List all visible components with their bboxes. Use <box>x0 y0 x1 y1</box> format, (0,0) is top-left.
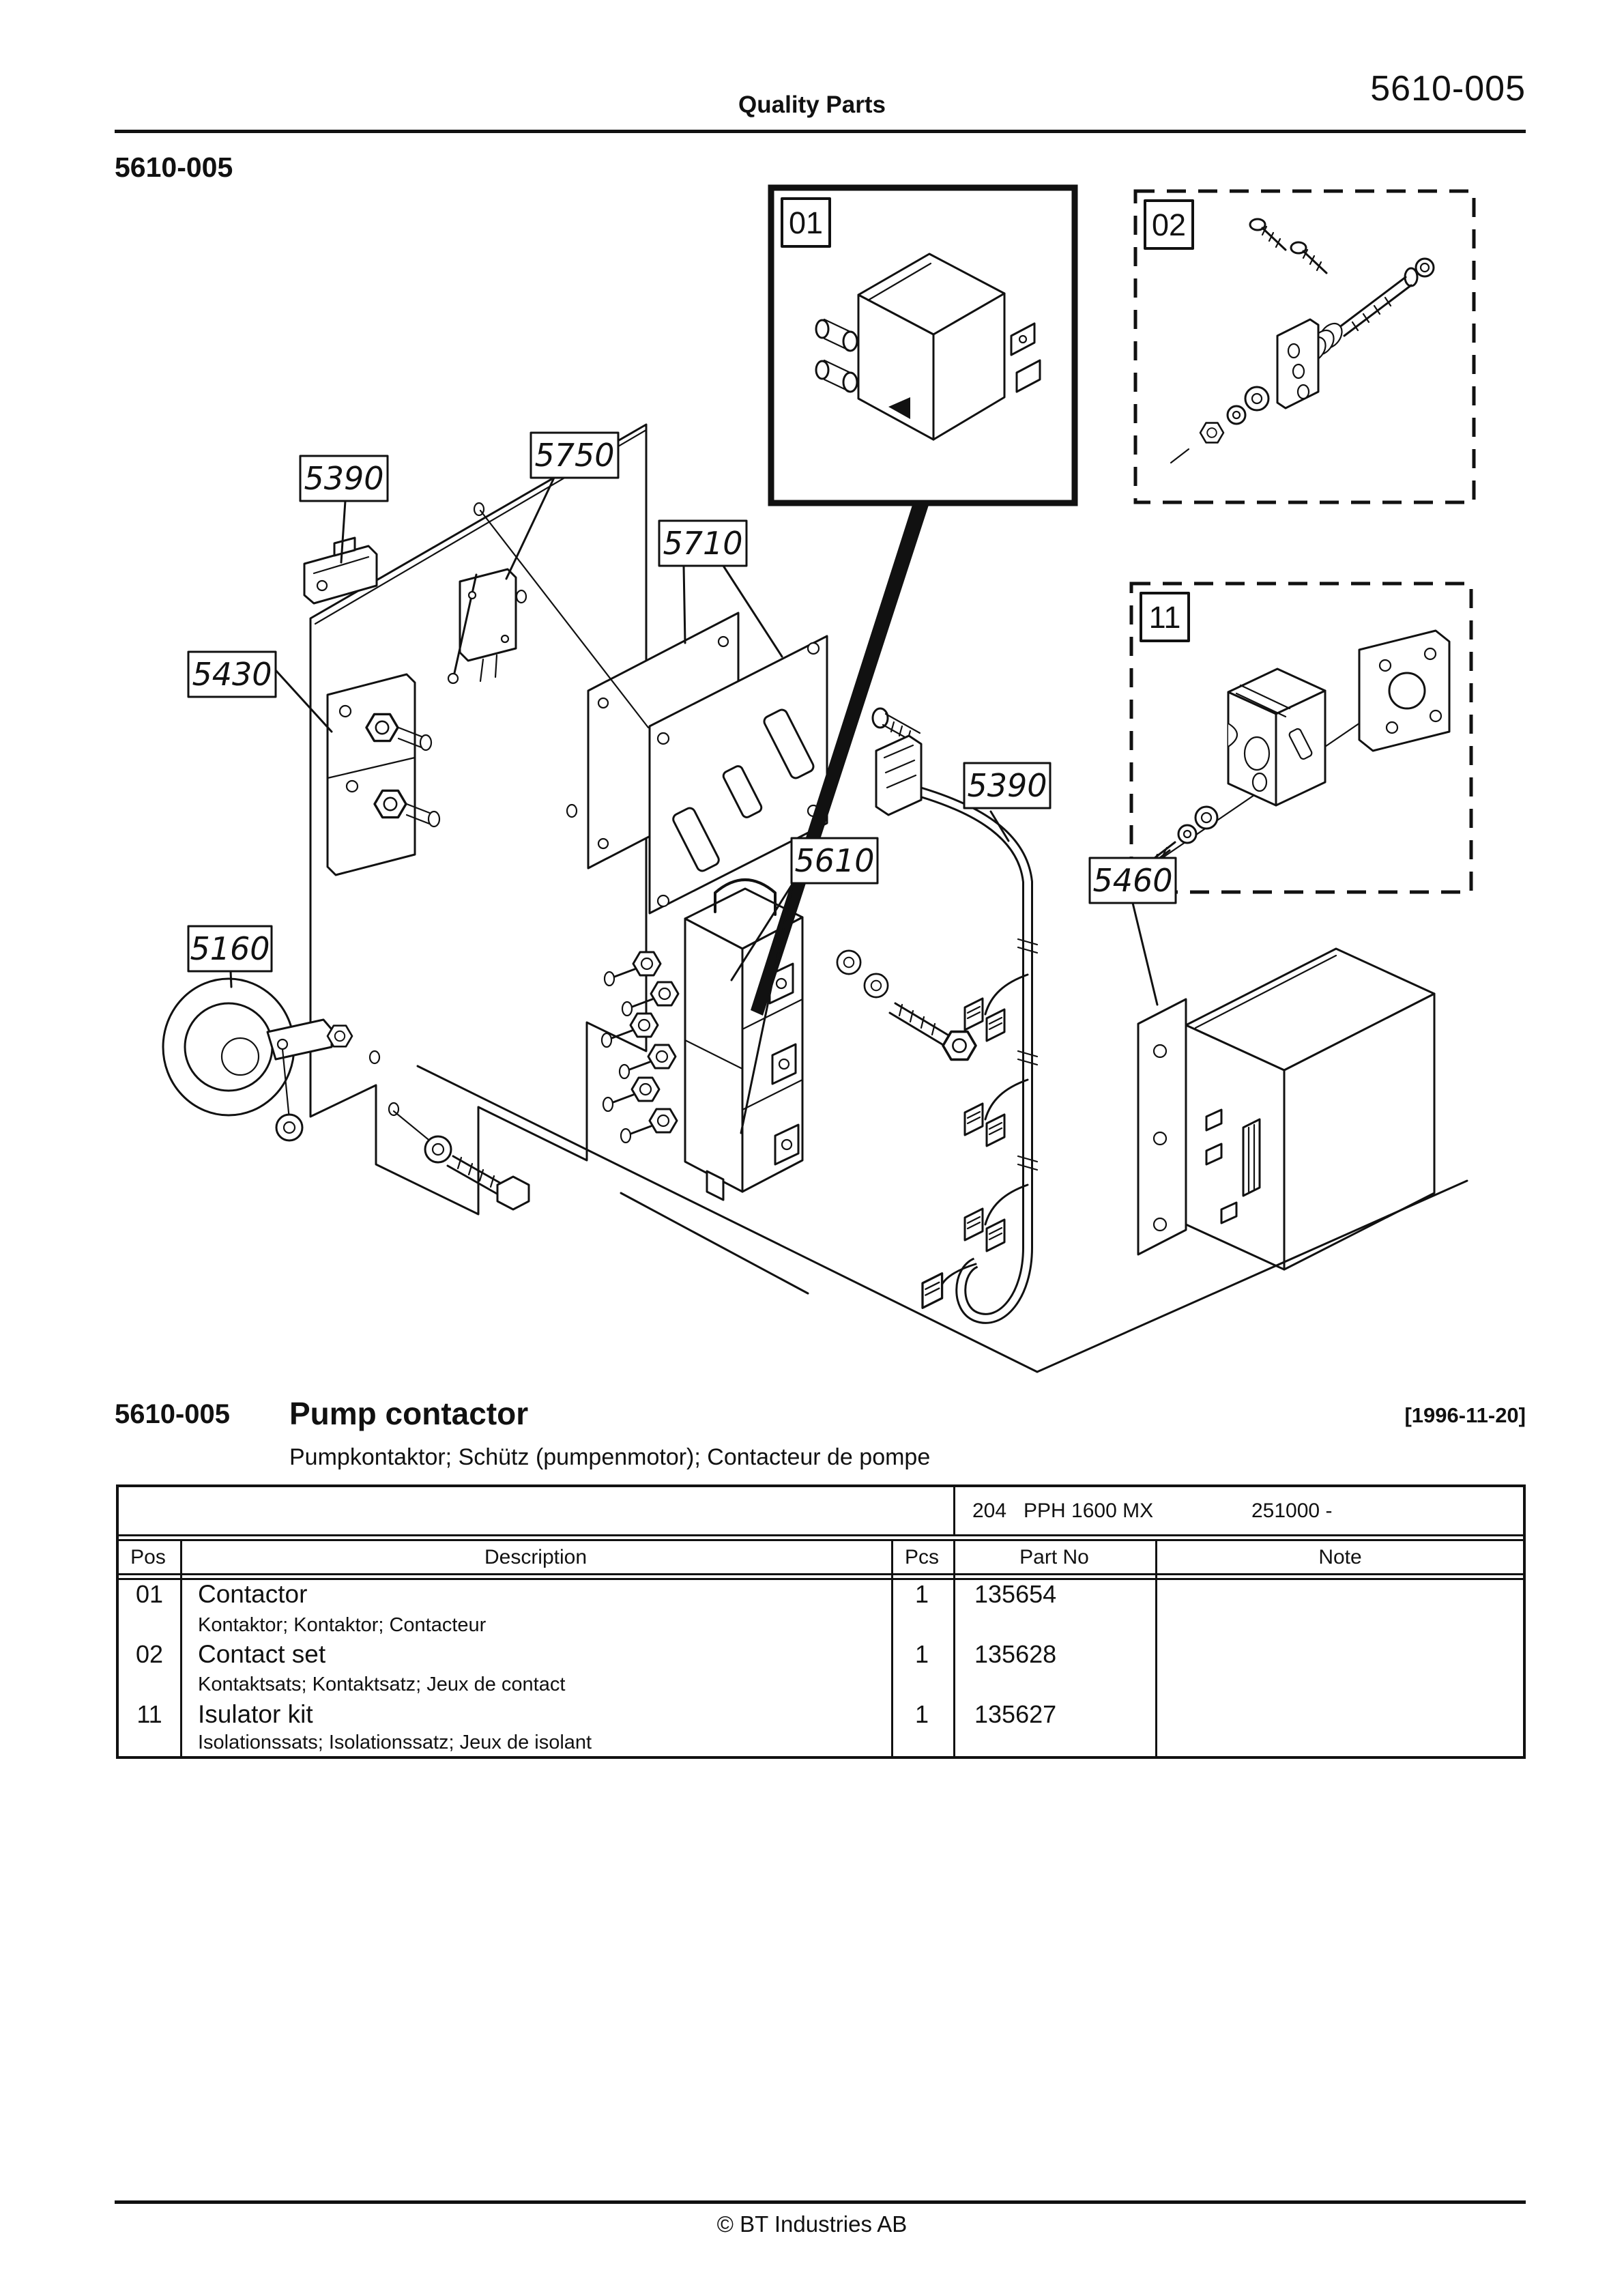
part-label-text: 5430 <box>192 656 272 693</box>
contact-set-illustration <box>1170 218 1435 464</box>
row-pcs: 1 <box>914 1700 929 1728</box>
mounting-panel <box>309 423 648 1216</box>
double-rule <box>116 1578 1526 1580</box>
controller-box-5460 <box>1137 947 1436 1271</box>
exploded-diagram: 01 <box>162 184 1476 1373</box>
wire-harness-5390 <box>875 734 1039 1324</box>
col-header-pos: Pos <box>130 1546 166 1568</box>
row-description-i18n: Kontaktor; Kontaktor; Contacteur <box>198 1614 487 1636</box>
part-label-5390-left: 5390 <box>299 455 389 502</box>
row-description-i18n: Isolationssats; Isolationssatz; Jeux de … <box>198 1732 592 1753</box>
callout-box-11: 11 <box>1113 582 1473 894</box>
col-header-note: Note <box>1318 1546 1362 1568</box>
table-border-left <box>116 1484 119 1759</box>
callout-11-tag: 11 <box>1140 592 1190 642</box>
col-header-pcs: Pcs <box>904 1546 940 1568</box>
model-row-divider <box>953 1487 955 1534</box>
floor-plane-lines <box>416 509 1468 1373</box>
row-description: Contactor <box>198 1580 308 1608</box>
part-label-5460: 5460 <box>1088 857 1177 904</box>
callout-11-number: 11 <box>1149 600 1181 635</box>
row-partno: 135627 <box>974 1700 1057 1728</box>
part-label-text: 5710 <box>663 525 742 562</box>
micro-switch-5750 <box>447 568 517 685</box>
col-divider-desc <box>891 1541 893 1756</box>
table-border-right <box>1523 1484 1526 1759</box>
parts-table: 204 PPH 1600 MX 251000 - Pos Description… <box>116 1484 1526 1759</box>
double-rule <box>116 1539 1526 1541</box>
footer-copyright: © BT Industries AB <box>716 2211 908 2237</box>
part-label-text: 5610 <box>794 842 874 879</box>
row-pos: 11 <box>136 1700 162 1728</box>
part-label-text: 5390 <box>304 460 383 497</box>
callout-01-leader <box>751 503 929 1016</box>
section-date: [1996-11-20] <box>1404 1403 1526 1427</box>
row-description-i18n: Kontaktsats; Kontaktsatz; Jeux de contac… <box>198 1674 566 1695</box>
part-label-5160: 5160 <box>187 925 273 973</box>
page-header-title: Quality Parts <box>738 91 886 118</box>
table-border-top <box>116 1484 1526 1487</box>
callout-01-tag: 01 <box>781 197 831 248</box>
row-pos: 01 <box>135 1580 164 1608</box>
section-subtitle: Pumpkontaktor; Schütz (pumpenmotor); Con… <box>289 1444 931 1470</box>
terminal-block-5430 <box>326 673 441 876</box>
row-pos: 02 <box>135 1640 164 1668</box>
callout-box-01: 01 <box>751 184 1078 1016</box>
section-code-top: 5610-005 <box>115 152 233 183</box>
part-label-5430: 5430 <box>187 650 277 698</box>
bracket-5390 <box>303 536 378 605</box>
col-divider-partno <box>1155 1541 1157 1756</box>
table-border-bottom <box>116 1756 1526 1759</box>
part-label-text: 5750 <box>534 437 614 474</box>
part-label-5390-right: 5390 <box>963 762 1052 809</box>
part-label-5610: 5610 <box>790 837 879 885</box>
mounting-bolt <box>392 1110 530 1211</box>
part-label-text: 5460 <box>1092 862 1172 899</box>
isolator-kit-illustration <box>1113 629 1451 894</box>
footer-rule <box>115 2200 1526 2204</box>
col-divider-pos <box>180 1541 182 1756</box>
callout-02-number: 02 <box>1152 207 1186 242</box>
row-pcs: 1 <box>914 1640 929 1668</box>
row-description: Contact set <box>198 1640 326 1668</box>
double-rule <box>116 1534 1526 1536</box>
callout-01-number: 01 <box>789 205 823 240</box>
model-serial: 251000 - <box>1251 1499 1333 1522</box>
label-leader-lines <box>229 476 1159 1134</box>
col-header-description: Description <box>484 1546 588 1568</box>
header-rule <box>115 130 1526 133</box>
part-label-5750: 5750 <box>530 431 620 479</box>
part-label-5710: 5710 <box>658 519 748 567</box>
model-name: PPH 1600 MX <box>1024 1499 1154 1522</box>
part-label-text: 5390 <box>967 767 1047 804</box>
double-rule <box>116 1573 1526 1575</box>
page-doc-code: 5610-005 <box>1370 69 1526 109</box>
col-divider-pcs <box>953 1541 955 1756</box>
row-pcs: 1 <box>914 1580 929 1608</box>
callout-box-02: 02 <box>1133 189 1476 504</box>
model-code: 204 <box>972 1499 1007 1522</box>
insulation-plates-5710 <box>587 612 921 915</box>
pump-contactor-5610 <box>600 878 977 1201</box>
part-label-text: 5160 <box>190 930 270 967</box>
section-number: 5610-005 <box>115 1399 231 1429</box>
col-header-partno: Part No <box>1019 1546 1089 1568</box>
row-partno: 135654 <box>974 1580 1057 1608</box>
contactor-illustration <box>815 253 1041 441</box>
section-title: Pump contactor <box>289 1396 529 1431</box>
horn-5160 <box>162 977 353 1142</box>
row-description: Isulator kit <box>198 1700 313 1728</box>
row-partno: 135628 <box>974 1640 1057 1668</box>
callout-02-tag: 02 <box>1144 199 1194 250</box>
